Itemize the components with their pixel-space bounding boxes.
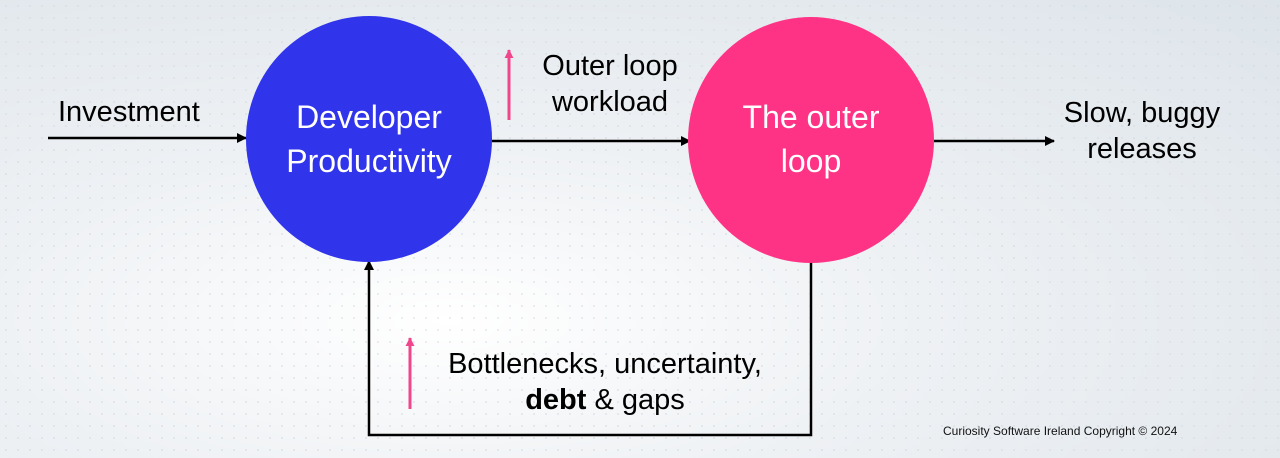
label-line-1: Bottlenecks, uncertainty, — [448, 348, 762, 380]
feedback-label: Bottlenecks, uncertainty, debt & gaps — [430, 346, 780, 418]
developer-productivity-label: Developer Productivity — [269, 95, 469, 183]
developer-productivity-node — [246, 16, 492, 262]
label-line-2: workload — [551, 86, 669, 118]
label-rest: & gaps — [586, 384, 685, 416]
label-line-2: debt & gaps — [430, 382, 780, 418]
node-line-1: The outer — [742, 99, 880, 135]
node-line-1: Developer — [296, 99, 442, 135]
outer-loop-label: The outer loop — [711, 95, 911, 183]
debt-emphasis: debt — [525, 384, 587, 416]
outer-loop-node — [688, 17, 934, 263]
label-line-1: Slow, buggy — [1063, 97, 1221, 129]
label-line-1: Outer loop — [542, 50, 678, 82]
label-line-2: releases — [1087, 133, 1197, 165]
node-line-2: loop — [780, 143, 842, 179]
outer-loop-workload-label: Outer loop workload — [525, 48, 695, 120]
node-line-2: Productivity — [286, 143, 452, 179]
feedback-loop-arrow — [364, 260, 813, 437]
releases-label: Slow, buggy releases — [1052, 95, 1232, 167]
copyright-notice: Curiosity Software Ireland Copyright © 2… — [943, 424, 1178, 438]
investment-label: Investment — [58, 96, 200, 128]
